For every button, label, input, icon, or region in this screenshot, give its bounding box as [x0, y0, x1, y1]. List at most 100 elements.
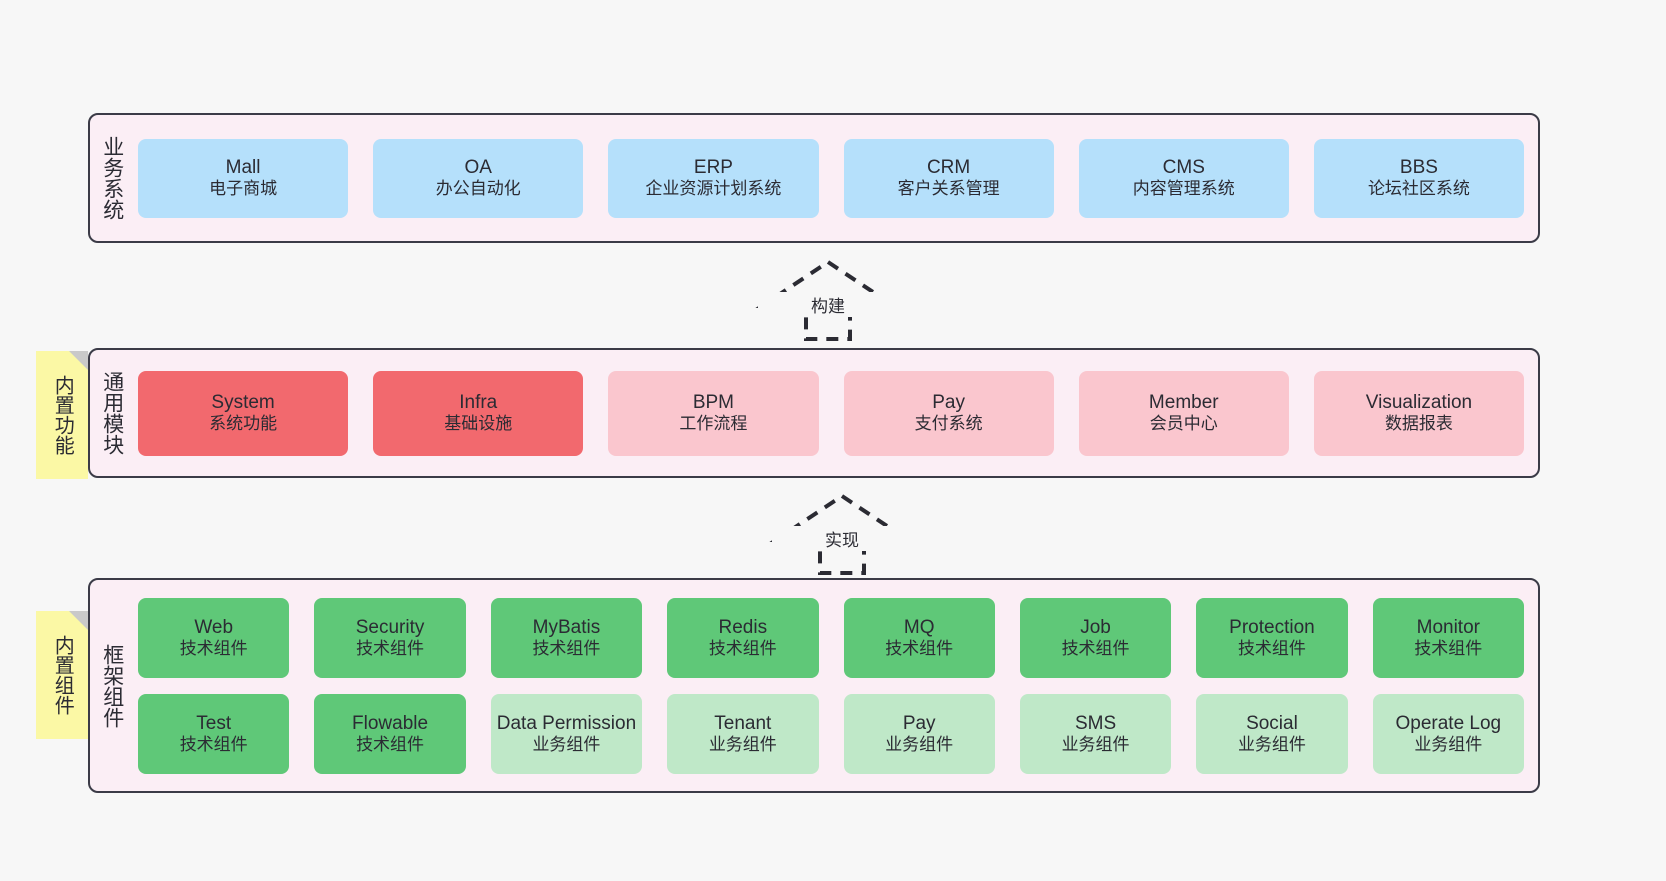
node-title: Job — [1080, 616, 1111, 638]
node-title: Redis — [718, 616, 768, 638]
node-subtitle: 系统功能 — [209, 414, 278, 434]
connector-label: 构建 — [758, 292, 898, 317]
node-security[interactable]: Security 技术组件 — [314, 597, 466, 678]
node-cms[interactable]: CMS 内容管理系统 — [1078, 138, 1289, 218]
node-subtitle: 客户关系管理 — [897, 179, 1000, 199]
node-title: OA — [464, 157, 492, 179]
node-subtitle: 技术组件 — [1061, 638, 1130, 658]
node-title: Web — [194, 616, 234, 638]
node-subtitle: 数据报表 — [1384, 414, 1453, 434]
node-system[interactable]: System 系统功能 — [138, 370, 349, 456]
node-title: Test — [196, 712, 232, 734]
node-infra[interactable]: Infra 基础设施 — [373, 370, 584, 456]
node-mall[interactable]: Mall 电子商城 — [138, 138, 349, 218]
layer-title-business-systems: 业务系统 — [100, 136, 124, 220]
node-title: Member — [1148, 392, 1219, 414]
node-title: Social — [1246, 712, 1298, 734]
node-pay-component[interactable]: Pay 业务组件 — [843, 693, 995, 774]
node-subtitle: 企业资源计划系统 — [645, 179, 782, 199]
node-sms[interactable]: SMS 业务组件 — [1019, 693, 1172, 774]
node-title: Mall — [225, 157, 261, 179]
node-tenant[interactable]: Tenant 业务组件 — [667, 693, 819, 774]
node-title: Protection — [1229, 616, 1315, 638]
node-subtitle: 内容管理系统 — [1132, 179, 1235, 199]
sticky-note-builtin-components: 内置组件 — [36, 611, 88, 739]
node-mq[interactable]: MQ 技术组件 — [843, 597, 995, 678]
node-protection[interactable]: Protection 技术组件 — [1196, 597, 1348, 678]
node-subtitle: 论坛社区系统 — [1367, 179, 1470, 199]
node-title: ERP — [693, 157, 733, 179]
sticky-note-label: 内置功能 — [51, 375, 74, 455]
connector-label: 实现 — [772, 526, 912, 551]
node-oa[interactable]: OA 办公自动化 — [373, 138, 584, 218]
node-title: CRM — [926, 157, 971, 179]
node-title: Data Permission — [496, 712, 637, 734]
node-subtitle: 技术组件 — [532, 638, 601, 658]
node-subtitle: 业务组件 — [708, 734, 777, 754]
node-subtitle: 技术组件 — [1237, 638, 1306, 658]
node-bpm[interactable]: BPM 工作流程 — [608, 370, 819, 456]
node-monitor[interactable]: Monitor 技术组件 — [1372, 597, 1524, 678]
node-title: Security — [355, 616, 425, 638]
node-flowable[interactable]: Flowable 技术组件 — [314, 693, 466, 774]
node-title: MQ — [903, 616, 935, 638]
node-visualization[interactable]: Visualization 数据报表 — [1313, 370, 1525, 456]
layer-business-systems: 业务系统 Mall 电子商城 OA 办公自动化 ERP 企业资源计划系统 CRM… — [88, 113, 1540, 243]
node-title: System — [211, 392, 275, 414]
node-job[interactable]: Job 技术组件 — [1019, 597, 1172, 678]
node-test[interactable]: Test 技术组件 — [138, 693, 290, 774]
sticky-note-builtin-features: 内置功能 — [36, 351, 88, 479]
node-operate-log[interactable]: Operate Log 业务组件 — [1372, 693, 1524, 774]
node-mybatis[interactable]: MyBatis 技术组件 — [490, 597, 643, 678]
node-subtitle: 技术组件 — [885, 638, 954, 658]
node-subtitle: 业务组件 — [532, 734, 601, 754]
node-subtitle: 业务组件 — [1237, 734, 1306, 754]
node-subtitle: 业务组件 — [885, 734, 954, 754]
node-title: Monitor — [1416, 616, 1480, 638]
node-erp[interactable]: ERP 企业资源计划系统 — [608, 138, 819, 218]
node-title: MyBatis — [532, 616, 601, 638]
node-subtitle: 技术组件 — [356, 734, 425, 754]
node-subtitle: 技术组件 — [356, 638, 425, 658]
node-title: Pay — [902, 712, 936, 734]
node-subtitle: 支付系统 — [914, 414, 983, 434]
layer-body-framework-components: Web 技术组件 Security 技术组件 MyBatis 技术组件 Redi… — [134, 580, 1538, 791]
layer-title-common-modules: 通用模块 — [100, 371, 124, 455]
node-row: System 系统功能 Infra 基础设施 BPM 工作流程 Pay 支付系统… — [138, 370, 1525, 456]
connector-build: 构建 — [755, 258, 901, 343]
node-subtitle: 技术组件 — [179, 638, 248, 658]
node-data-permission[interactable]: Data Permission 业务组件 — [490, 693, 643, 774]
node-member[interactable]: Member 会员中心 — [1078, 370, 1289, 456]
sticky-fold-icon — [69, 611, 88, 630]
node-redis[interactable]: Redis 技术组件 — [667, 597, 819, 678]
connector-implement: 实现 — [769, 492, 915, 577]
layer-framework-components: 框架组件 Web 技术组件 Security 技术组件 MyBatis 技术组件… — [88, 578, 1540, 793]
node-social[interactable]: Social 业务组件 — [1196, 693, 1348, 774]
layer-common-modules: 通用模块 System 系统功能 Infra 基础设施 BPM 工作流程 Pay… — [88, 348, 1540, 478]
node-subtitle: 工作流程 — [679, 414, 748, 434]
layer-body-business-systems: Mall 电子商城 OA 办公自动化 ERP 企业资源计划系统 CRM 客户关系… — [134, 115, 1538, 241]
node-subtitle: 电子商城 — [209, 179, 278, 199]
node-title: Pay — [932, 392, 965, 414]
node-row: Mall 电子商城 OA 办公自动化 ERP 企业资源计划系统 CRM 客户关系… — [138, 138, 1525, 218]
sticky-fold-icon — [69, 351, 88, 370]
node-title: BBS — [1399, 157, 1438, 179]
node-title: BPM — [692, 392, 735, 414]
layer-title-framework-components: 框架组件 — [100, 643, 124, 728]
node-title: Flowable — [352, 712, 429, 734]
layer-body-common-modules: System 系统功能 Infra 基础设施 BPM 工作流程 Pay 支付系统… — [134, 350, 1538, 476]
node-subtitle: 基础设施 — [444, 414, 513, 434]
node-subtitle: 会员中心 — [1149, 414, 1218, 434]
node-pay-module[interactable]: Pay 支付系统 — [843, 370, 1054, 456]
node-title: Operate Log — [1395, 712, 1502, 734]
node-subtitle: 业务组件 — [1414, 734, 1483, 754]
node-crm[interactable]: CRM 客户关系管理 — [843, 138, 1054, 218]
node-bbs[interactable]: BBS 论坛社区系统 — [1313, 138, 1525, 218]
node-row: Web 技术组件 Security 技术组件 MyBatis 技术组件 Redi… — [138, 597, 1524, 678]
node-title: Tenant — [714, 712, 772, 734]
node-web[interactable]: Web 技术组件 — [138, 597, 290, 678]
node-title: Visualization — [1365, 392, 1473, 414]
node-subtitle: 技术组件 — [1414, 638, 1483, 658]
node-title: SMS — [1074, 712, 1117, 734]
